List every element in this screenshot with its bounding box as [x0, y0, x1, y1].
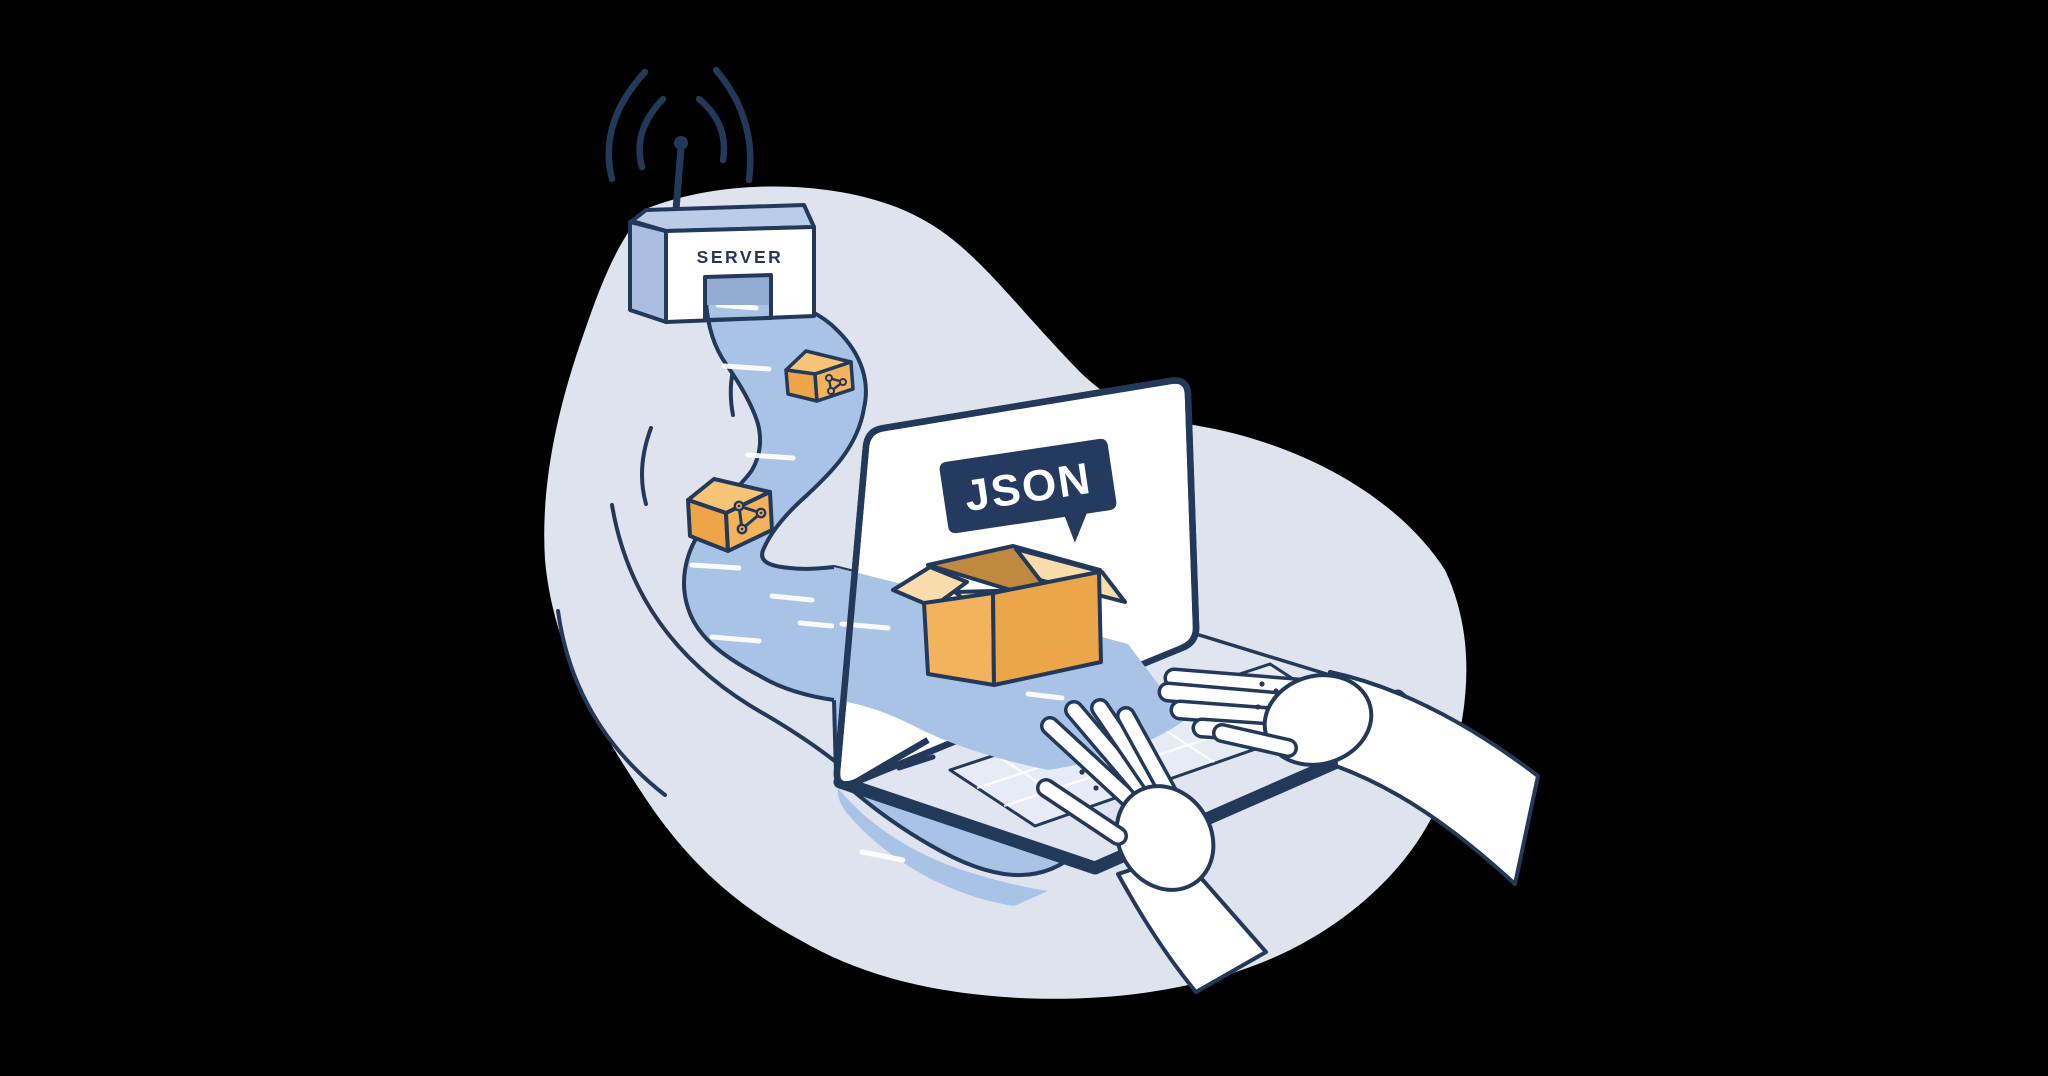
right-arm [1328, 670, 1540, 886]
road-dash [1025, 691, 1065, 701]
road-dash [709, 634, 762, 644]
knuckle-dot [1093, 785, 1099, 791]
thumb [1039, 781, 1125, 843]
finger [1167, 671, 1305, 695]
box-flap-back-left [891, 565, 969, 609]
server-door [704, 275, 772, 305]
knuckle-dot [1255, 704, 1261, 710]
wifi-waves-icon [605, 66, 754, 184]
knuckle-dot [1259, 681, 1265, 687]
webhook-icon [733, 500, 767, 535]
server-side-face [628, 220, 668, 324]
left-palm [1114, 784, 1216, 892]
antenna-tip [674, 136, 688, 150]
finger [1043, 719, 1135, 805]
knuckle-dot [1273, 688, 1279, 694]
antenna-icon [672, 144, 685, 214]
road-dash [689, 562, 742, 571]
road-dash [715, 302, 759, 311]
road-dash [721, 363, 772, 372]
open-box [891, 544, 1127, 687]
box-right-face [991, 570, 1103, 687]
finger [1067, 703, 1149, 797]
thumb [1215, 726, 1295, 755]
keyboard-detail-dash [896, 754, 936, 771]
json-badge-bubble [939, 438, 1117, 543]
road-dash [769, 593, 815, 603]
left-hand [1036, 698, 1268, 994]
package-cube-small [784, 349, 855, 403]
box-left-face [922, 591, 996, 687]
webhook-icon [825, 374, 847, 395]
left-hand-fingers [1040, 698, 1180, 808]
package-cube-large [686, 477, 774, 553]
finger [1093, 701, 1163, 797]
road-dash [797, 620, 835, 629]
cube-right-face [813, 360, 855, 403]
laptop-screen-border [833, 377, 1200, 788]
motion-line-long-outer [556, 609, 667, 797]
cube-left-face [784, 368, 819, 403]
road-dash [859, 849, 906, 863]
finger [1119, 709, 1177, 803]
motion-line-short-lower [640, 426, 653, 506]
right-hand [1157, 667, 1540, 886]
server-building: SERVER [605, 66, 816, 324]
road-under-laptop [837, 788, 1048, 906]
json-badge: JSON [939, 438, 1117, 543]
server-front-face [664, 225, 816, 324]
road-dash [745, 452, 796, 461]
knuckle-dot [1079, 769, 1085, 775]
server-label: SERVER [697, 247, 784, 267]
